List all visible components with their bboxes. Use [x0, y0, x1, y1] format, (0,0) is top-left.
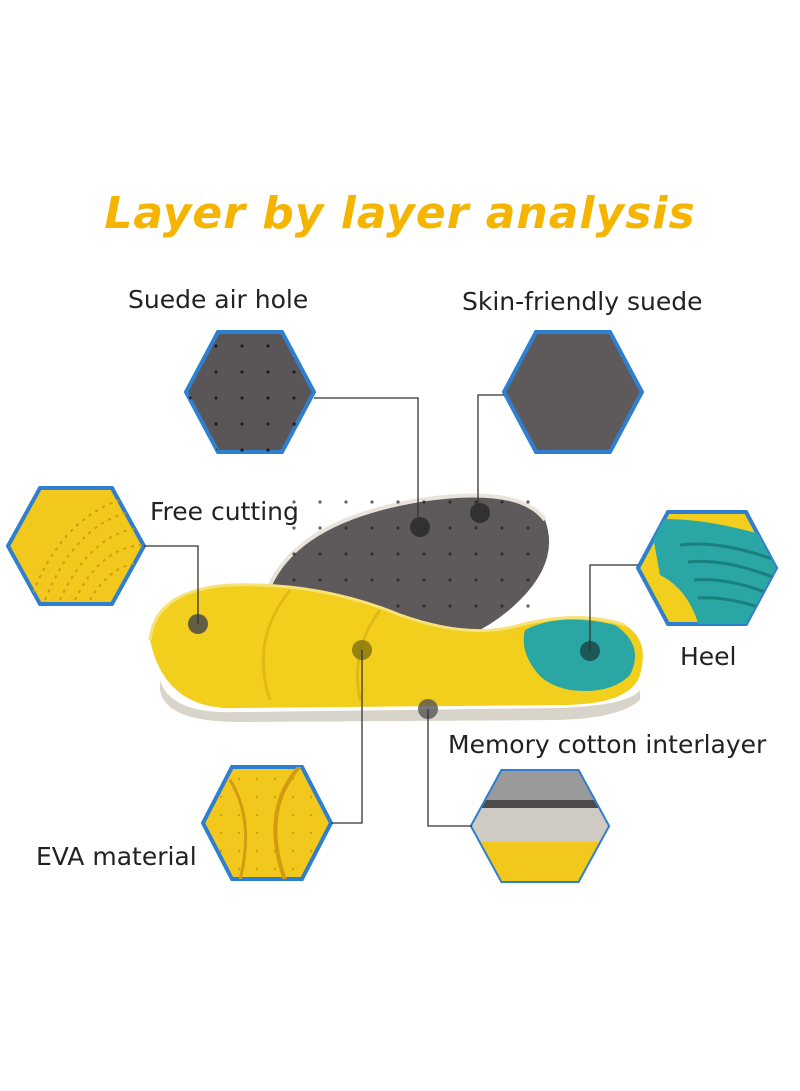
label-heel: Heel [680, 642, 737, 671]
label-eva-material: EVA material [36, 842, 197, 871]
hex-suede-air-hole [183, 330, 317, 454]
label-suede-air-hole: Suede air hole [128, 285, 309, 314]
insole-illustration [148, 493, 643, 722]
hex-memory-cotton [469, 769, 611, 883]
label-memory-cotton-interlayer: Memory cotton interlayer [448, 730, 767, 759]
hex-free-cutting [5, 486, 147, 606]
label-skin-friendly-suede: Skin-friendly suede [462, 287, 703, 316]
hex-eva-material [200, 765, 334, 881]
hex-skin-friendly-suede [501, 330, 645, 454]
page-title: Layer by layer analysis [104, 188, 696, 239]
label-free-cutting: Free cutting [150, 497, 299, 526]
leader-lines [144, 394, 638, 827]
hex-heel [635, 510, 779, 626]
